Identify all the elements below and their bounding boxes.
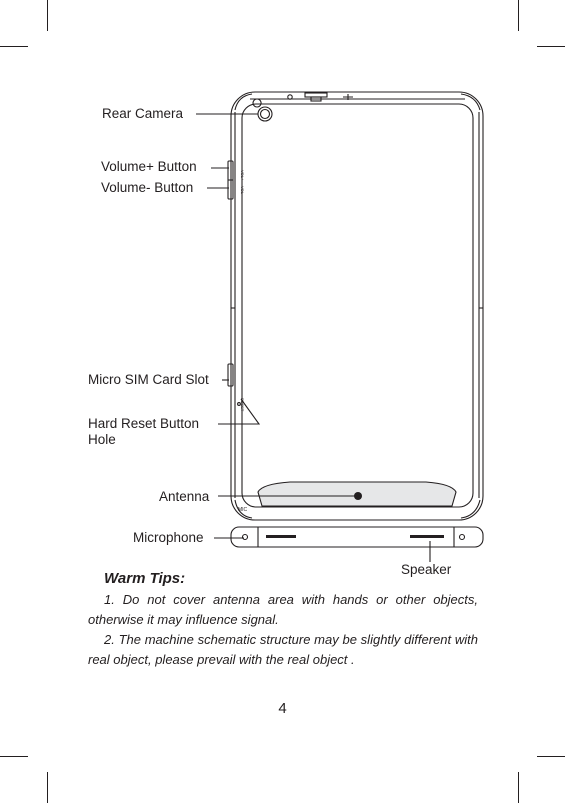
crop-mark-top-left-v — [47, 0, 48, 31]
sim-slot-shape — [227, 363, 234, 387]
tablet-body-outline — [230, 91, 484, 521]
antenna-dot — [354, 492, 362, 500]
crop-mark-bottom-left-v — [47, 772, 48, 803]
label-rear-camera: Rear Camera — [102, 106, 184, 121]
tablet-back-panel — [241, 103, 474, 508]
warm-tips-title: Warm Tips: — [104, 570, 186, 587]
crop-mark-top-right-h — [537, 46, 565, 47]
label-microphone: Microphone — [133, 530, 204, 545]
label-antenna: Antenna — [159, 489, 210, 504]
mic-mark: MIC — [238, 507, 248, 513]
label-hard-reset-line1: Hard Reset Button — [88, 416, 200, 431]
label-hard-reset-line2: Hole — [88, 432, 116, 447]
corner-top-right — [460, 93, 481, 111]
vol-plus-mark: VOL+ — [240, 170, 245, 181]
bottom-edge-strip — [230, 526, 484, 548]
tip-2: 2. The machine schematic structure may b… — [88, 632, 478, 667]
corner-bottom-right — [460, 499, 481, 519]
label-volume-plus: Volume+ Button — [101, 159, 197, 174]
page-number: 4 — [278, 700, 287, 717]
corner-top-left — [234, 93, 253, 111]
vol-minus-mark: VOL- — [240, 186, 245, 196]
label-hard-reset: Hard Reset Button Hole — [88, 416, 199, 448]
crop-mark-bottom-right-h — [537, 756, 565, 757]
tip-1: 1. Do not cover antenna area with hands … — [88, 592, 478, 627]
crop-mark-bottom-left-h — [0, 756, 28, 757]
crop-mark-top-right-v — [518, 0, 519, 31]
label-volume-minus: Volume- Button — [101, 180, 194, 195]
crop-mark-top-left-h — [0, 46, 28, 47]
label-sim-slot: Micro SIM Card Slot — [88, 372, 209, 387]
corner-bottom-left — [234, 499, 253, 519]
leader-reset — [218, 398, 261, 425]
crop-mark-bottom-right-v — [518, 772, 519, 803]
reset-mark: RESET — [240, 398, 245, 412]
warm-tips-body: 1. Do not cover antenna area with hands … — [88, 590, 478, 670]
label-speaker: Speaker — [401, 562, 452, 577]
